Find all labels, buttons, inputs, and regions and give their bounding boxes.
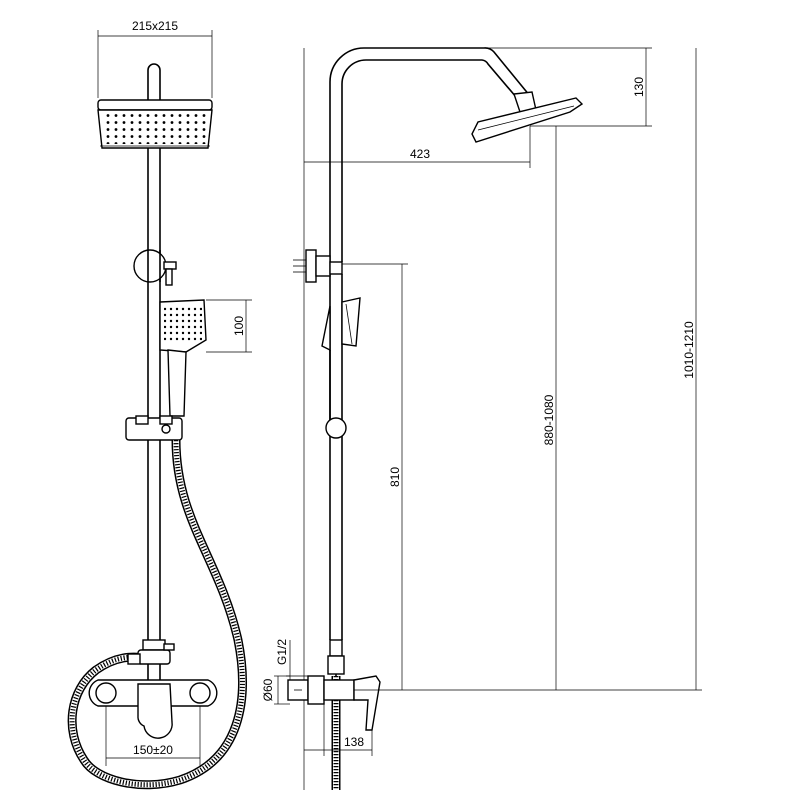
dim-arm-reach: 423 — [304, 126, 531, 168]
front-mixer — [88, 639, 218, 739]
dim-head-size-label: 215x215 — [132, 19, 178, 33]
dim-total-height-label: 1010-1210 — [682, 321, 696, 379]
dim-thread-label: G1/2 — [275, 639, 289, 665]
side-mixer — [287, 675, 381, 731]
dim-hand-shower-label: 100 — [232, 316, 246, 336]
side-wall-bracket — [293, 249, 343, 283]
side-lower-connector — [327, 639, 345, 790]
dim-flange-label: Ø60 — [261, 678, 275, 701]
dim-rail-height: 880-1080 — [542, 126, 557, 690]
front-hose — [67, 439, 247, 790]
side-hand-shower — [321, 297, 361, 439]
dim-thread: G1/2 — [275, 639, 308, 680]
dim-outlet-height: 810 — [342, 263, 408, 690]
dim-mixer-depth: 138 — [304, 704, 373, 756]
front-slider-holder — [125, 415, 183, 441]
dim-head-rise-label: 130 — [632, 77, 646, 97]
dim-mixer-spacing: 150±20 — [105, 706, 201, 766]
dim-arm-reach-label: 423 — [410, 147, 430, 161]
side-rail-outer — [329, 47, 531, 262]
dim-flange: Ø60 — [261, 675, 290, 705]
front-diverter — [133, 249, 177, 286]
front-hand-shower — [159, 299, 207, 417]
side-head-shower — [471, 91, 584, 143]
side-view: 130 423 810 880-1080 1010-1210 — [261, 47, 702, 790]
dim-head-rise: 130 — [488, 47, 652, 127]
side-rail-inner — [341, 59, 523, 262]
front-head-shower — [97, 99, 213, 149]
front-rail-top-cap — [147, 63, 161, 100]
dim-total-height: 1010-1210 — [682, 48, 697, 690]
dim-head-size: 215x215 — [97, 19, 213, 98]
dim-mixer-depth-label: 138 — [344, 735, 364, 749]
dim-mixer-spacing-label: 150±20 — [133, 743, 173, 757]
front-view: 215x215 100 — [67, 19, 252, 790]
dim-outlet-height-label: 810 — [388, 467, 402, 487]
dim-rail-height-label: 880-1080 — [542, 394, 556, 445]
dim-hand-shower: 100 — [206, 299, 252, 353]
